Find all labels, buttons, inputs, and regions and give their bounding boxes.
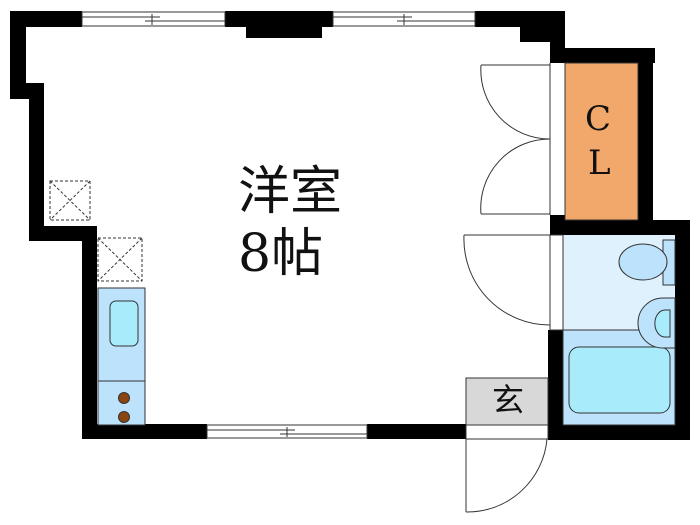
main-room-size: 8帖 [238,224,324,284]
windows [81,11,476,439]
burner-icon [118,411,130,423]
entrance-label: 玄 [492,381,525,419]
bathroom [562,235,676,426]
toilet-icon [618,243,668,281]
closet-doors [480,63,566,215]
sink-icon [109,300,139,347]
bathroom-door [463,234,564,331]
closet-label-l: L [588,143,611,183]
kitchen [97,287,146,426]
main-room-label: 洋室 [238,162,343,222]
closet-area [564,62,639,221]
walls [10,11,690,440]
entrance-area [465,377,549,426]
ventilation-icons [49,180,143,282]
bathtub-icon [568,346,671,414]
closet-label-c: C [585,99,612,139]
burner-icon [118,392,130,404]
entrance-door [465,424,549,513]
